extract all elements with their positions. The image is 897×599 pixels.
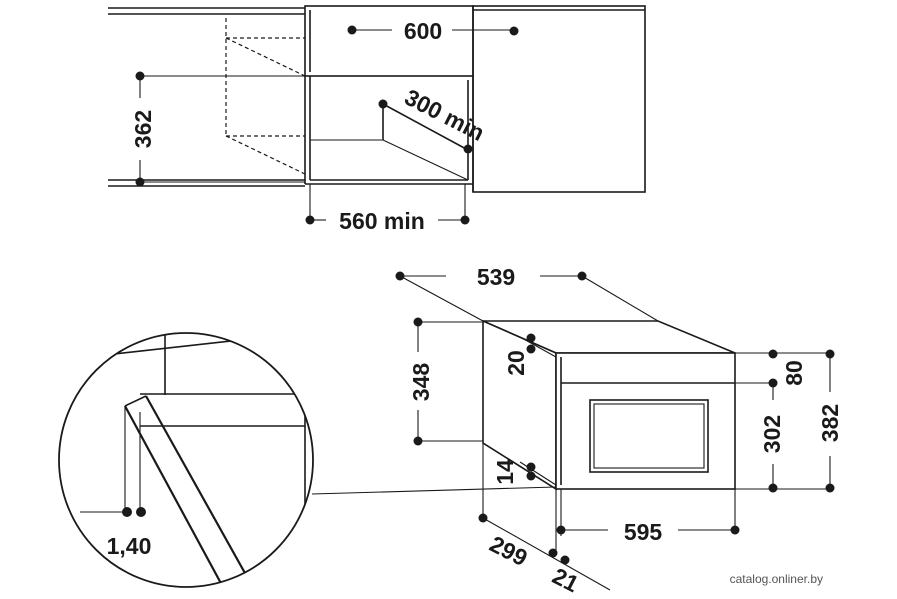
label-1-40: 1,40 <box>107 533 152 559</box>
label-80: 80 <box>781 360 807 386</box>
label-362: 362 <box>130 110 156 148</box>
dim-depth-min: 300 min <box>378 84 489 154</box>
detail-magnifier: 1,40 <box>58 332 557 588</box>
label-539: 539 <box>477 264 515 290</box>
label-20: 20 <box>503 350 529 376</box>
label-21: 21 <box>548 562 583 597</box>
dim-top-offset: 20 <box>503 333 557 376</box>
dim-cabinet-width: 600 <box>347 18 519 44</box>
label-595: 595 <box>624 519 663 545</box>
label-382: 382 <box>817 404 843 442</box>
label-600: 600 <box>404 18 442 44</box>
dim-oven-depth: 539 <box>395 264 659 322</box>
dim-cavity-height: 362 <box>130 71 305 187</box>
oven-body <box>482 319 736 491</box>
cabinet-niche-view <box>108 5 646 193</box>
watermark: catalog.onliner.by <box>730 572 823 586</box>
label-302: 302 <box>759 415 785 453</box>
label-299: 299 <box>486 531 532 572</box>
dim-front-width: 595 <box>556 489 740 545</box>
dim-width-min: 560 min <box>305 184 470 234</box>
label-14: 14 <box>492 459 518 485</box>
dim-body-height: 348 <box>408 317 483 446</box>
label-348: 348 <box>408 363 434 402</box>
label-560-min: 560 min <box>339 208 425 234</box>
dim-right-heights: 80 302 382 <box>735 349 843 493</box>
dim-bottom-offset: 14 <box>492 459 557 486</box>
